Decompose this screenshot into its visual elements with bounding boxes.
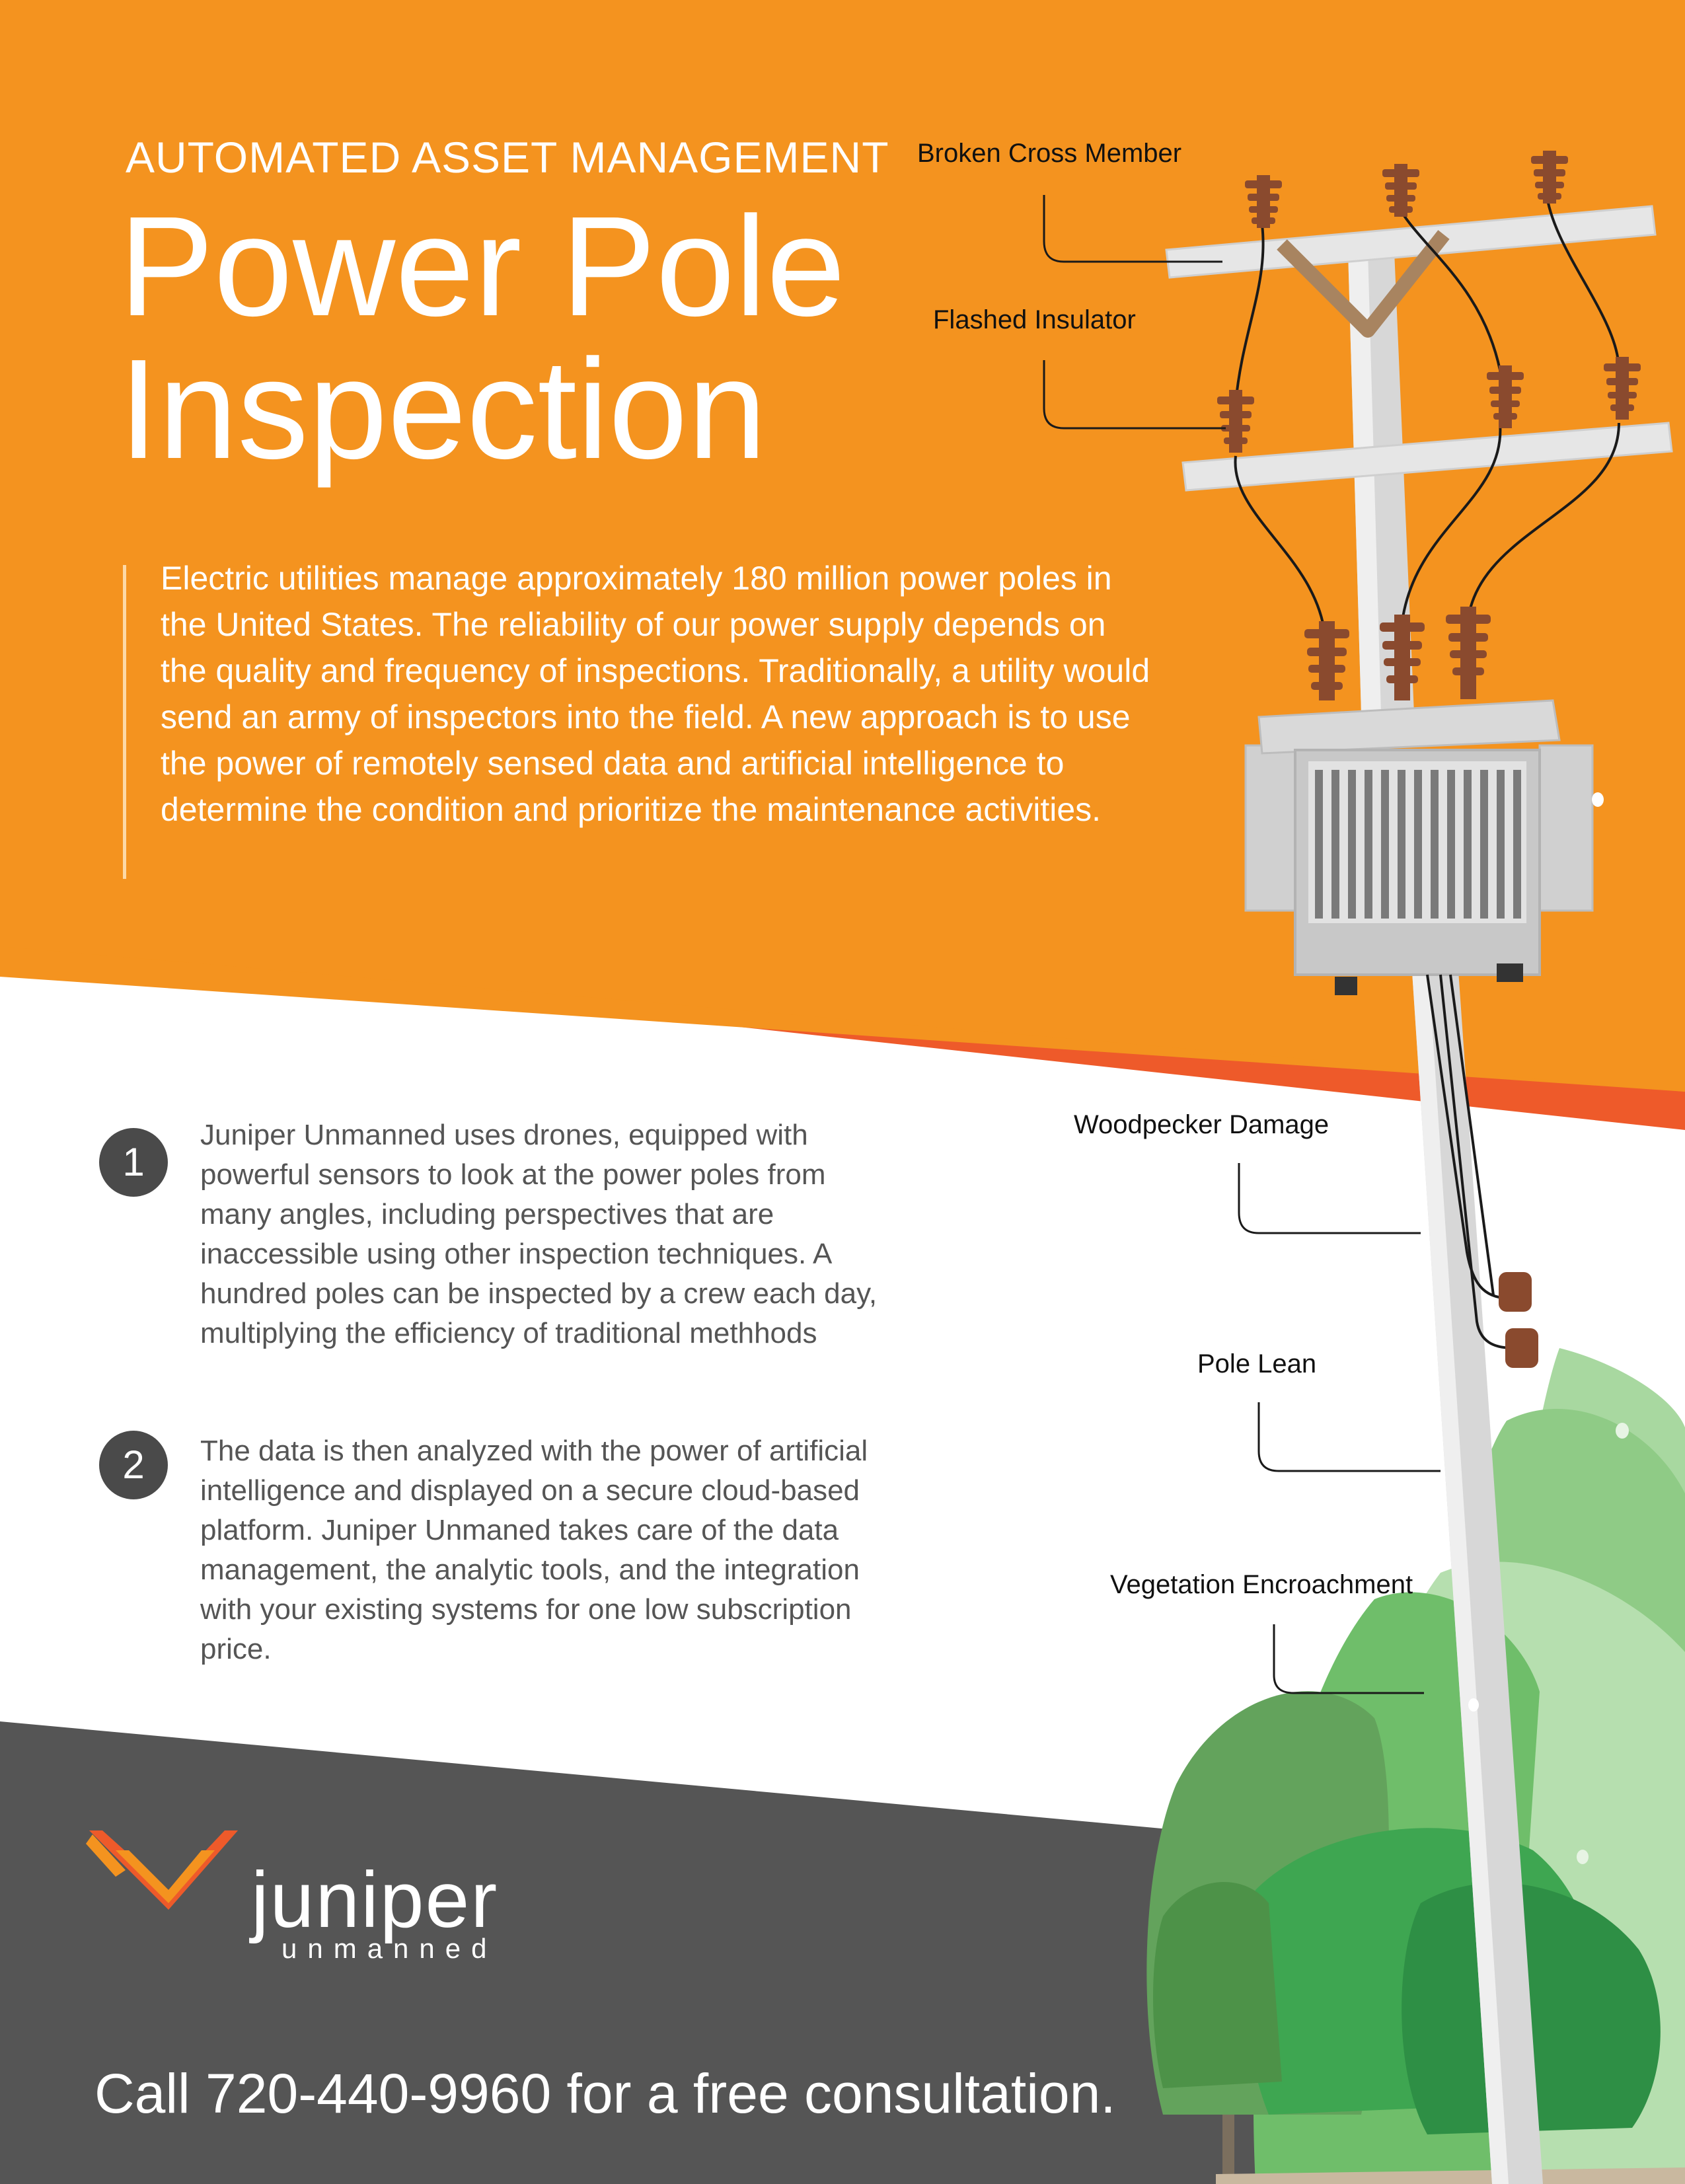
callout-broken-cross-member: Broken Cross Member: [917, 139, 1182, 168]
woodpecker-hole: [1468, 1698, 1479, 1712]
ground-strip: [1216, 2167, 1685, 2184]
step-text-2: The data is then analyzed with the power…: [200, 1435, 868, 1665]
callout-leaders: [1043, 195, 1441, 1694]
page-title-line1: Power Pole: [119, 186, 846, 346]
step-number-2: 2: [99, 1431, 168, 1499]
callout-vegetation-encroachment: Vegetation Encroachment: [1110, 1570, 1413, 1599]
intro-paragraph: Electric utilities manage approximately …: [161, 560, 1150, 828]
intro-rule: [123, 565, 126, 879]
insulators: [1217, 151, 1641, 700]
callout-pole-lean: Pole Lean: [1197, 1349, 1317, 1378]
step-number-1: 1: [99, 1128, 168, 1197]
lower-cross-arm: [1181, 422, 1673, 492]
transformer: [1244, 699, 1604, 995]
vegetation: [1146, 1348, 1685, 2184]
page-title: Power Pole Inspection: [119, 195, 912, 480]
power-lines: [1234, 191, 1620, 635]
section-kicker: AUTOMATED ASSET MANAGEMENT: [126, 133, 889, 182]
juniper-chevron-logo: [86, 1830, 238, 1910]
callout-flashed-insulator: Flashed Insulator: [933, 305, 1136, 334]
brand-tagline: unmanned: [281, 1933, 498, 1964]
call-to-action: Call 720-440-9960 for a free consultatio…: [94, 2062, 1116, 2125]
lower-insulators: [1499, 1272, 1538, 1368]
top-cross-arm: [1165, 205, 1657, 338]
power-pole: [1348, 251, 1543, 2184]
callout-woodpecker-damage: Woodpecker Damage: [1074, 1110, 1329, 1139]
brand-name: juniper: [251, 1856, 499, 1944]
page-title-line2: Inspection: [119, 329, 767, 488]
step-text-1: Juniper Unmanned uses drones, equipped w…: [200, 1119, 878, 1349]
